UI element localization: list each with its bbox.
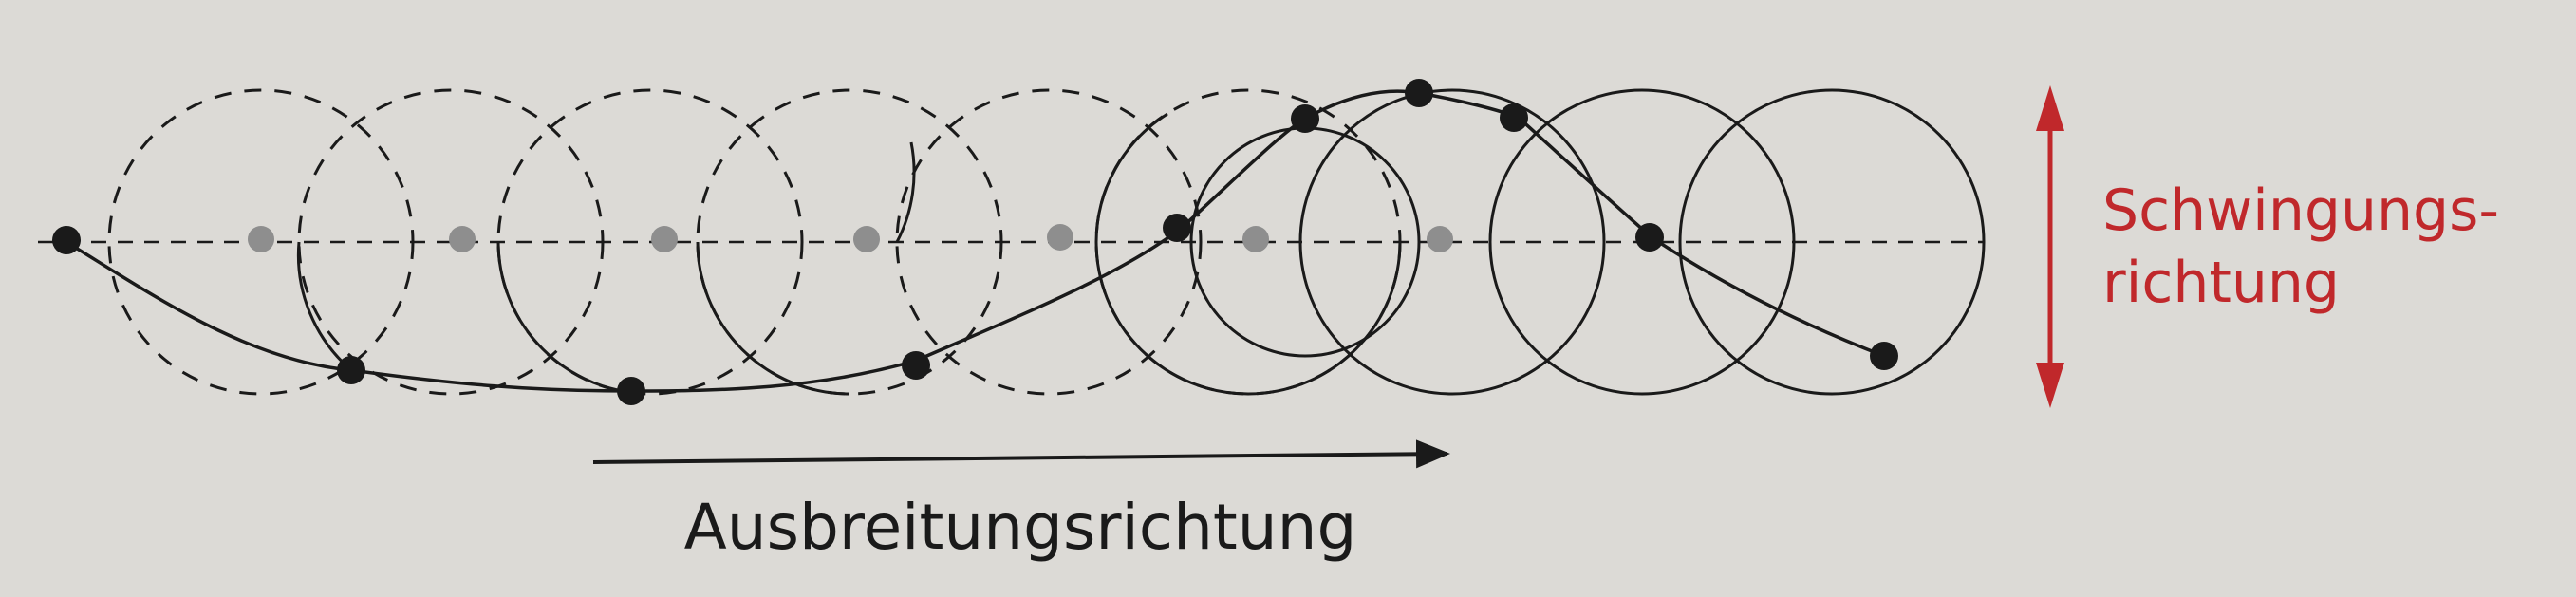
oscillation-arrow: [2036, 85, 2064, 408]
particle-point: [1405, 79, 1433, 107]
circle-2: [297, 88, 605, 396]
arc-circle-4: [696, 241, 850, 396]
particle-point: [337, 356, 365, 384]
arc-circle-3: [496, 241, 637, 395]
center-point: [1047, 224, 1073, 251]
circle-1: [107, 88, 415, 396]
circle-4: [696, 88, 1003, 396]
particle-point: [902, 351, 930, 380]
particle-points: [52, 79, 1898, 405]
center-point: [853, 226, 880, 252]
oscillation-label-line1: Schwingungs-: [2102, 177, 2499, 244]
particle-point: [1163, 214, 1191, 242]
arc-circle-6: [1094, 112, 1168, 243]
arc-circle-5: [895, 141, 916, 243]
oscillation-label-line2: richtung: [2102, 250, 2340, 316]
particle-point: [52, 226, 81, 254]
circle-7: [1189, 126, 1421, 358]
center-point: [651, 226, 678, 252]
circle-3: [496, 88, 804, 396]
circle-5: [895, 88, 1203, 396]
circle-6-solid-part: [1094, 241, 1402, 396]
solid-circles: [1094, 88, 1986, 396]
circle-9: [1488, 88, 1796, 396]
particle-point: [617, 377, 645, 405]
particle-point: [1870, 342, 1898, 370]
center-point: [1427, 226, 1453, 252]
center-point: [248, 226, 274, 252]
propagation-label: Ausbreitungsrichtung: [684, 491, 1357, 564]
circle-8: [1298, 88, 1606, 396]
particle-point: [1291, 104, 1319, 133]
center-points: [248, 224, 1453, 252]
particle-point: [1500, 103, 1528, 132]
dashed-circles: [107, 88, 1402, 396]
center-point: [449, 226, 476, 252]
arc-circle-2: [296, 241, 352, 372]
particle-point: [1635, 223, 1664, 252]
center-point: [1242, 226, 1269, 252]
circle-10: [1678, 88, 1986, 396]
traversed-arcs: [296, 112, 1168, 396]
propagation-arrow: [592, 439, 1450, 469]
